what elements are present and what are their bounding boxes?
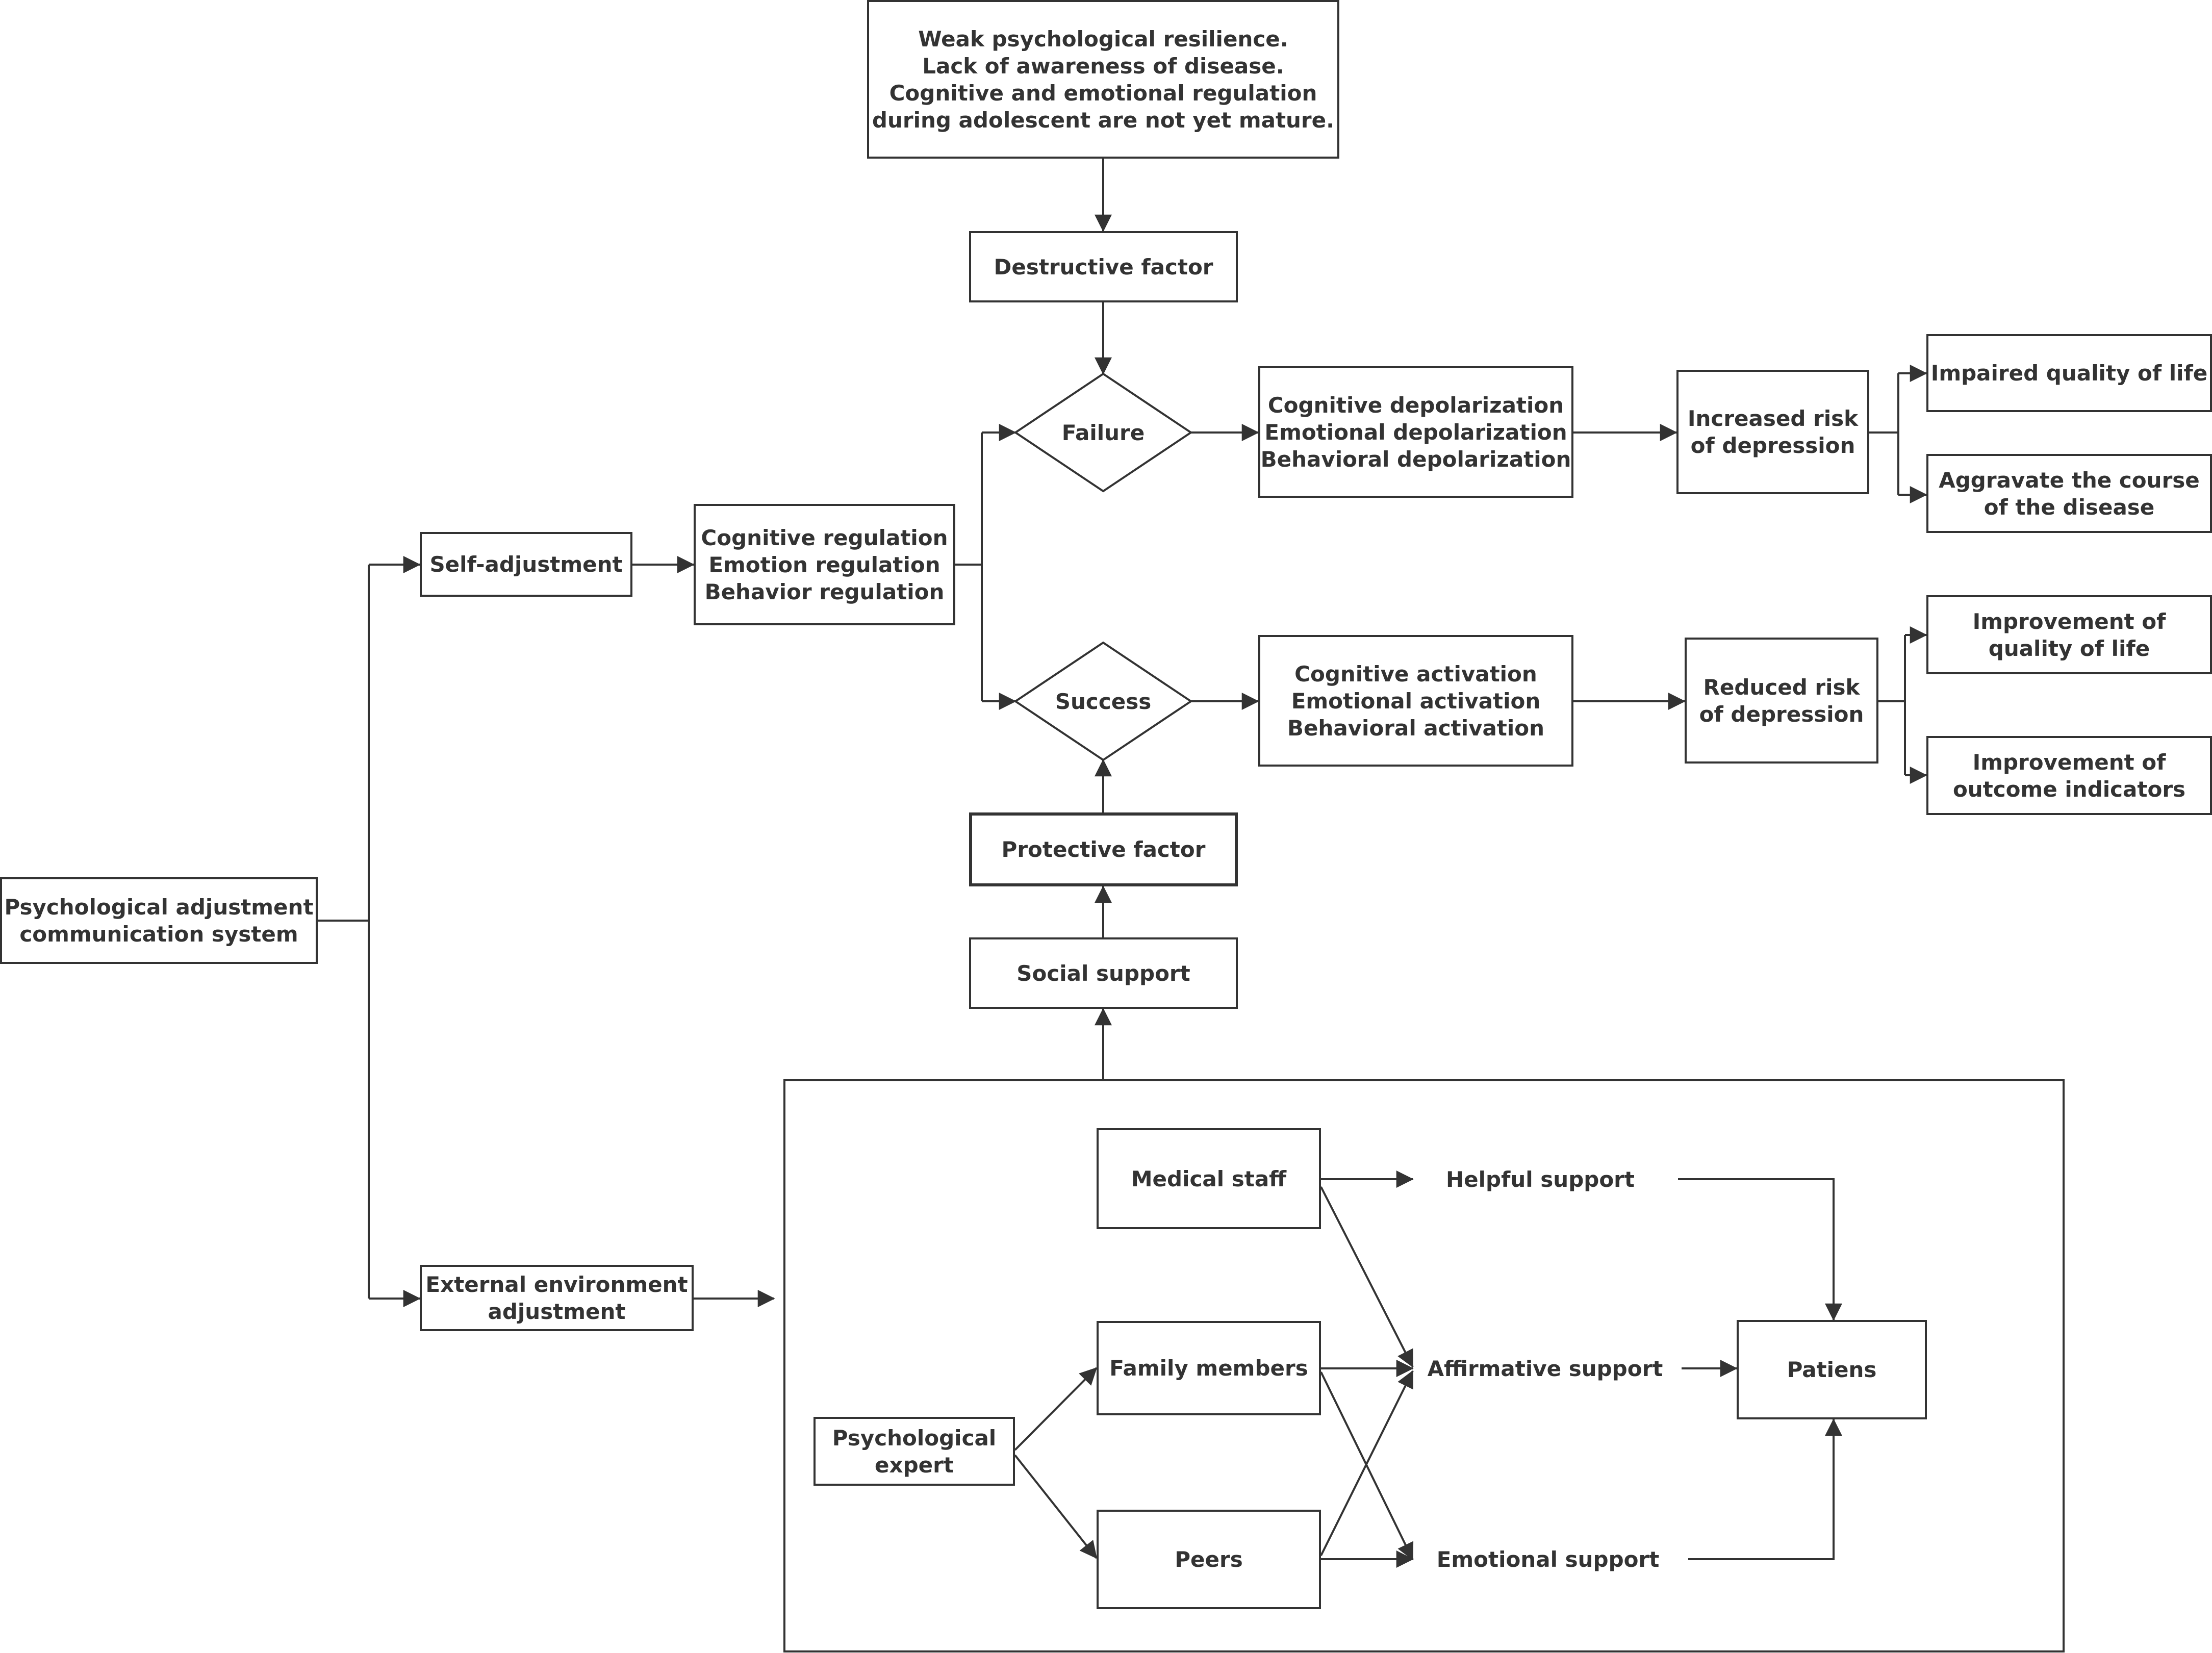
increased-risk-box: Increased risk of depression: [1676, 370, 1869, 494]
system-box: Psychological adjustment communication s…: [0, 877, 318, 964]
success-label: Success: [1055, 689, 1152, 714]
aggravate-course-box: Aggravate the course of the disease: [1926, 454, 2212, 533]
affirmative-support-label: Affirmative support: [1427, 1356, 1663, 1381]
support-network-frame: [783, 1079, 2065, 1652]
reduced-risk-box: Reduced risk of depression: [1685, 638, 1878, 764]
improvement-outcome-box: Improvement of outcome indicators: [1926, 736, 2212, 815]
family-members-box: Family members: [1097, 1321, 1321, 1415]
arrow-family-to-emotional: [1320, 1371, 1414, 1561]
impaired-quality-box: Impaired quality of life: [1926, 334, 2212, 412]
emotional-support-label: Emotional support: [1436, 1546, 1660, 1572]
failure-decision-diamond: [1013, 372, 1193, 493]
external-adjustment-box: External environment adjustment: [420, 1265, 694, 1331]
self-adjustment-box: Self-adjustment: [420, 532, 632, 597]
improvement-quality-box: Improvement of quality of life: [1926, 595, 2212, 674]
protective-factor-box: Protective factor: [969, 812, 1238, 886]
weak-resilience-box: Weak psychological resilience. Lack of a…: [867, 0, 1339, 159]
peers-box: Peers: [1097, 1510, 1321, 1609]
depolarization-box: Cognitive depolarization Emotional depol…: [1258, 366, 1573, 498]
destructive-factor-box: Destructive factor: [969, 231, 1238, 302]
patients-box: Patiens: [1737, 1320, 1927, 1419]
arrow-emotional-to-patients: [1688, 1418, 1842, 1560]
psych-expert-box: Psychological expert: [813, 1417, 1015, 1486]
arrow-expert-to-peers: [1014, 1454, 1098, 1559]
helpful-support-label: Helpful support: [1446, 1166, 1635, 1192]
arrow-expert-to-family: [1014, 1367, 1098, 1451]
regulation-box: Cognitive regulation Emotion regulation …: [694, 504, 955, 625]
activation-box: Cognitive activation Emotional activatio…: [1258, 635, 1573, 767]
arrow-medical-to-affirmative: [1320, 1186, 1414, 1368]
failure-label: Failure: [1061, 420, 1145, 445]
arrow-helpful-to-patients: [1678, 1178, 1842, 1321]
social-support-box: Social support: [969, 937, 1238, 1009]
arrow-peers-to-affirmative: [1320, 1370, 1414, 1556]
medical-staff-box: Medical staff: [1097, 1128, 1321, 1229]
